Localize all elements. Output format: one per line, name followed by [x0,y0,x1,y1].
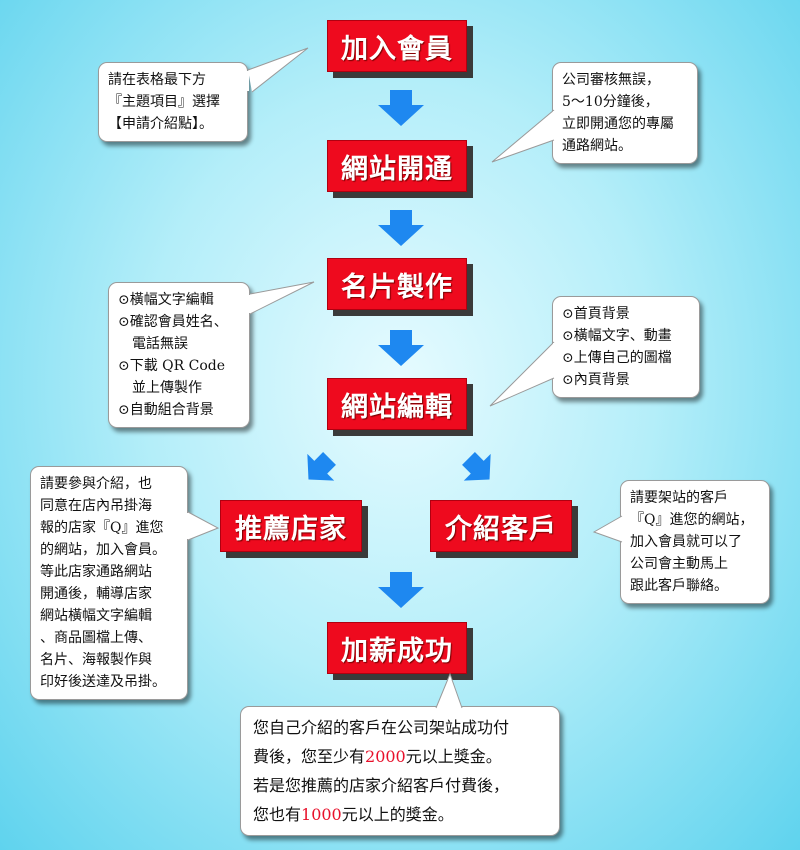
note-line: 等此店家通路網站 [40,564,152,580]
step-recommend-store: 推薦店家 [220,500,362,552]
note-line: 名片、海報製作與 [40,652,152,668]
note-line: ⊙上傳自己的圖檔 [562,350,672,366]
note-open-tip: 公司審核無誤， 5～10分鐘後， 立即開通您的專屬 通路網站。 [552,62,698,164]
note-line: 開通後，輔導店家 [40,586,152,602]
note-line: 報的店家『Q』進您 [40,520,164,536]
note-line: 請在表格最下方 [108,72,206,88]
note-line: ⊙內頁背景 [562,372,630,388]
note-line: 通路網站。 [562,138,632,154]
arrow-down-icon [378,330,424,366]
step-site-open: 網站開通 [327,140,467,192]
step-salary-raise: 加薪成功 [327,622,467,674]
note-line: 、商品圖檔上傳、 [40,630,152,646]
step-join: 加入會員 [327,20,467,72]
note-join-tip: 請在表格最下方 『主題項目』選擇 【申請介紹點】。 [98,62,248,142]
note-line: 電話無誤 [132,336,188,352]
arrow-down-icon [378,210,424,246]
note-card-tip: ⊙橫幅文字編輯 ⊙確認會員姓名、 電話無誤 ⊙下載 QR Code 並上傳製作 … [108,282,250,428]
note-edit-tip: ⊙首頁背景 ⊙橫幅文字、動畫 ⊙上傳自己的圖檔 ⊙內頁背景 [552,296,700,398]
note-reward: 您自己介紹的客戶在公司架站成功付 費後，您至少有2000元以上獎金。 若是您推薦… [240,706,560,836]
callout-tail [491,109,557,163]
note-line: 印好後送達及吊掛。 [40,674,166,690]
note-line: 請要參與介紹，也 [40,476,152,492]
callout-tail [435,672,463,711]
arrow-down-left-icon [307,452,336,481]
note-line: 加入會員就可以了 [630,534,742,550]
note-line: 公司會主動馬上 [630,556,728,572]
note-line: ⊙下載 QR Code [118,358,226,374]
note-line: ⊙橫幅文字、動畫 [562,328,672,344]
note-line: ⊙首頁背景 [562,306,630,322]
reward-line: 若是您推薦的店家介紹客戶付費後， [253,776,510,795]
reward-line: 您自己介紹的客戶在公司架站成功付 [253,718,510,737]
reward-text: 您也有 [253,805,302,824]
note-line: 的網站，加入會員。 [40,542,166,558]
arrow-down-icon [378,90,424,126]
bonus-amount-2000: 2000 [365,747,406,766]
step-card-making: 名片製作 [327,258,467,310]
note-line: ⊙確認會員姓名、 [118,314,228,330]
reward-line: 費後，您至少有2000元以上獎金。 [253,742,547,771]
reward-line: 您也有1000元以上的獎金。 [253,800,547,829]
note-line: 跟此客戶聯絡。 [630,578,728,594]
note-line: 『Q』進您的網站， [630,512,754,528]
note-line: 並上傳製作 [132,380,202,396]
note-line: 立即開通您的專屬 [562,116,674,132]
callout-tail [247,281,315,315]
note-line: 請要架站的客戶 [630,490,728,506]
note-line: 網站橫幅文字編輯 [40,608,152,624]
callout-tail [185,511,220,541]
callout-tail [489,341,557,407]
note-line: 5～10分鐘後， [562,94,659,110]
note-line: 『主題項目』選擇 [108,94,220,110]
reward-text: 元以上獎金。 [405,747,502,766]
arrow-down-right-icon [462,452,491,481]
arrow-down-icon [378,572,424,608]
note-store-tip: 請要參與介紹，也 同意在店內吊掛海 報的店家『Q』進您 的網站，加入會員。 等此… [30,466,188,700]
step-site-edit: 網站編輯 [327,378,467,430]
callout-tail [592,515,625,543]
note-line: 【申請介紹點】。 [108,116,213,132]
note-line: ⊙自動組合背景 [118,402,214,418]
reward-text: 元以上的獎金。 [341,805,454,824]
step-refer-client: 介紹客戶 [430,500,572,552]
bonus-amount-1000: 1000 [301,805,342,824]
callout-tail [245,47,309,93]
note-line: 同意在店內吊掛海 [40,498,152,514]
note-line: 公司審核無誤， [562,72,660,88]
note-client-tip: 請要架站的客戶 『Q』進您的網站， 加入會員就可以了 公司會主動馬上 跟此客戶聯… [620,480,770,604]
reward-text: 費後，您至少有 [253,747,366,766]
note-line: ⊙橫幅文字編輯 [118,292,214,308]
